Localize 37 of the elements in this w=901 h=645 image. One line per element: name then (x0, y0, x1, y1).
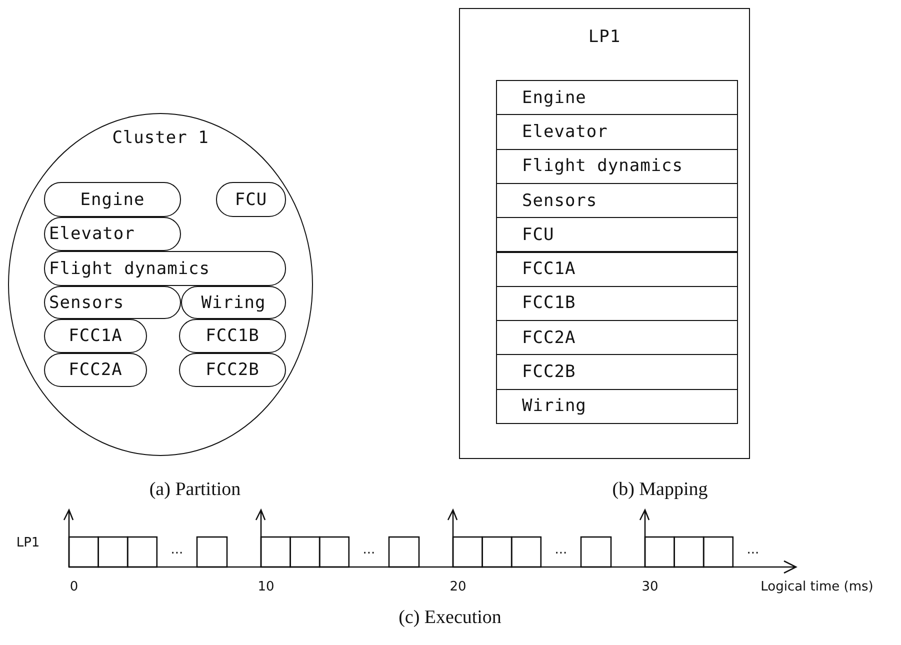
table-row: Flight dynamics (496, 148, 738, 184)
component-pill: FCU (216, 182, 286, 217)
row-label: LP1 (16, 536, 40, 550)
table-row: FCC1A (496, 252, 738, 287)
cluster-ellipse (8, 113, 313, 456)
figure-caption: (b) Mapping (612, 479, 708, 501)
table-row: FCC1B (496, 286, 738, 322)
component-pill: Elevator (44, 217, 181, 251)
component-pill: FCC1A (44, 319, 147, 353)
component-pill: FCC2A (44, 353, 147, 387)
processor-frame (459, 8, 750, 459)
table-row: FCC2A (496, 320, 738, 356)
component-pill: Sensors (44, 286, 181, 319)
group-title: LP1 (587, 27, 622, 47)
component-pill: FCC1B (179, 319, 286, 353)
table-row: FCU (496, 217, 738, 252)
table-row: Elevator (496, 114, 738, 150)
tick-label: 0 (70, 580, 78, 594)
ellipsis: ... (554, 542, 568, 558)
ellipsis: ... (746, 542, 760, 558)
ellipsis: ... (170, 542, 184, 558)
component-pill: Engine (44, 182, 181, 217)
ellipsis: ... (362, 542, 376, 558)
group-title: Cluster 1 (111, 128, 210, 148)
component-pill: Flight dynamics (44, 251, 286, 286)
component-pill: FCC2B (179, 353, 286, 387)
table-row: Engine (496, 80, 738, 116)
figure-caption: (a) Partition (149, 479, 241, 501)
table-row: FCC2B (496, 354, 738, 390)
table-row: Wiring (496, 388, 738, 424)
component-pill: Wiring (181, 286, 286, 319)
tick-label: 30 (642, 580, 658, 594)
tick-label: 20 (450, 580, 466, 594)
table-row: Sensors (496, 182, 738, 218)
tick-label: 10 (258, 580, 274, 594)
axis-label: Logical time (ms) (760, 580, 874, 594)
figure-caption: (c) Execution (398, 607, 502, 629)
